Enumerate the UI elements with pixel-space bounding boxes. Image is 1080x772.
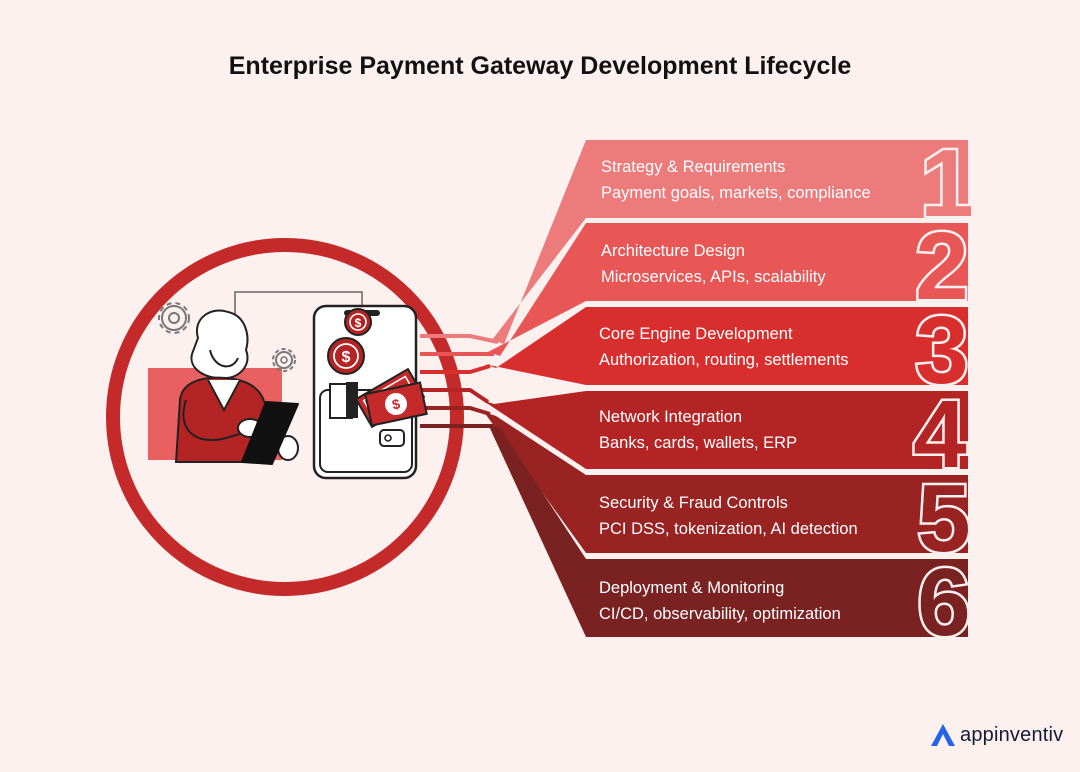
money-bills-icon: $ — [354, 367, 428, 429]
step-description: Payment goals, markets, compliance — [601, 184, 871, 202]
brand-logo-icon — [931, 724, 955, 746]
step-description: CI/CD, observability, optimization — [599, 605, 841, 623]
step-title: Deployment & Monitoring — [599, 579, 785, 597]
gear-icon — [158, 302, 190, 334]
step-band-4 — [482, 391, 968, 469]
step-3: Core Engine Development Authorization, r… — [599, 321, 848, 373]
step-number-2: 2 — [915, 213, 968, 320]
step-description: Banks, cards, wallets, ERP — [599, 434, 798, 452]
step-5: Security & Fraud Controls PCI DSS, token… — [599, 490, 858, 542]
step-number-5: 5 — [917, 465, 970, 572]
step-title: Network Integration — [599, 408, 743, 426]
svg-text:$: $ — [355, 316, 362, 330]
step-6: Deployment & Monitoring CI/CD, observabi… — [599, 575, 841, 627]
step-band-2 — [488, 223, 968, 356]
step-number-4: 4 — [913, 381, 966, 488]
step-band-3 — [484, 307, 968, 385]
step-1: Strategy & Requirements Payment goals, m… — [601, 154, 871, 206]
connector-line-3 — [420, 364, 491, 374]
dollar-coin-icon: $ — [327, 337, 365, 375]
dollar-coin-icon: $ — [344, 308, 372, 336]
step-2: Architecture Design Microservices, APIs,… — [601, 238, 826, 290]
step-bands — [482, 140, 968, 637]
step-number-1: 1 — [920, 130, 973, 237]
step-title: Strategy & Requirements — [601, 158, 786, 176]
gear-icon — [272, 348, 296, 372]
step-band-5 — [484, 412, 968, 553]
step-band-1 — [492, 140, 968, 344]
brand-name: appinventiv — [960, 723, 1064, 746]
illustration: $ $ $ — [148, 291, 428, 480]
phone-icon — [241, 401, 299, 465]
page-title: Enterprise Payment Gateway Development L… — [228, 52, 852, 80]
svg-text:$: $ — [342, 349, 351, 366]
step-description: Microservices, APIs, scalability — [601, 268, 826, 286]
step-title: Core Engine Development — [599, 325, 793, 343]
brand-logo: appinventiv — [930, 718, 1063, 752]
step-number-3: 3 — [915, 297, 968, 404]
step-4: Network Integration Banks, cards, wallet… — [599, 404, 797, 456]
bracket-line — [234, 291, 363, 330]
step-number-6: 6 — [917, 549, 970, 656]
step-band-6 — [488, 424, 968, 637]
svg-text:$: $ — [391, 395, 402, 412]
connector-line-5 — [420, 406, 491, 416]
step-title: Architecture Design — [601, 242, 745, 260]
connector-line-4 — [420, 388, 490, 404]
connector-line-1 — [420, 334, 499, 344]
step-description: Authorization, routing, settlements — [599, 351, 849, 369]
step-title: Security & Fraud Controls — [599, 494, 788, 512]
person-figure — [174, 309, 299, 463]
step-description: PCI DSS, tokenization, AI detection — [599, 520, 858, 538]
connector-lines — [420, 334, 499, 428]
